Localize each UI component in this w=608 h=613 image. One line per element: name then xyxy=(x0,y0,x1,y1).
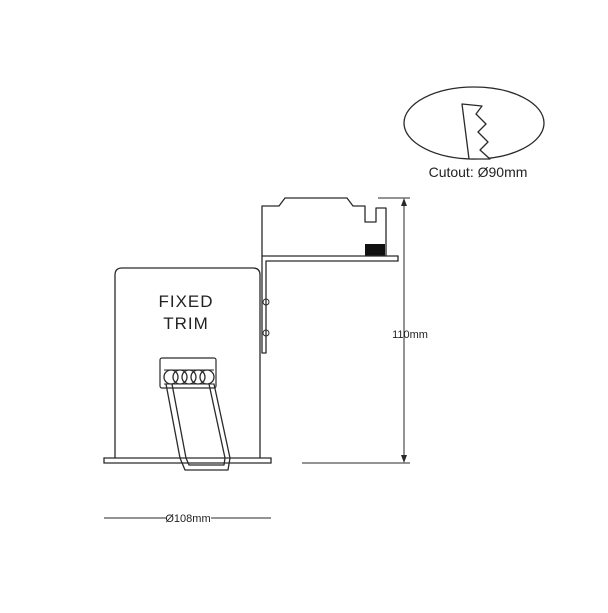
trim-label: TRIM xyxy=(163,314,209,333)
vertical-bracket xyxy=(261,255,271,354)
height-dimension xyxy=(302,197,410,464)
driver-box xyxy=(261,197,387,257)
fixed-label: FIXED xyxy=(158,292,213,311)
diameter-label: Ø108mm xyxy=(165,513,210,525)
spring-clip xyxy=(159,357,231,471)
height-label: 110mm xyxy=(392,329,428,341)
mounting-plate xyxy=(261,255,399,262)
cutout-label: Cutout: Ø90mm xyxy=(429,164,528,180)
cutout-ellipse-icon xyxy=(403,86,545,160)
